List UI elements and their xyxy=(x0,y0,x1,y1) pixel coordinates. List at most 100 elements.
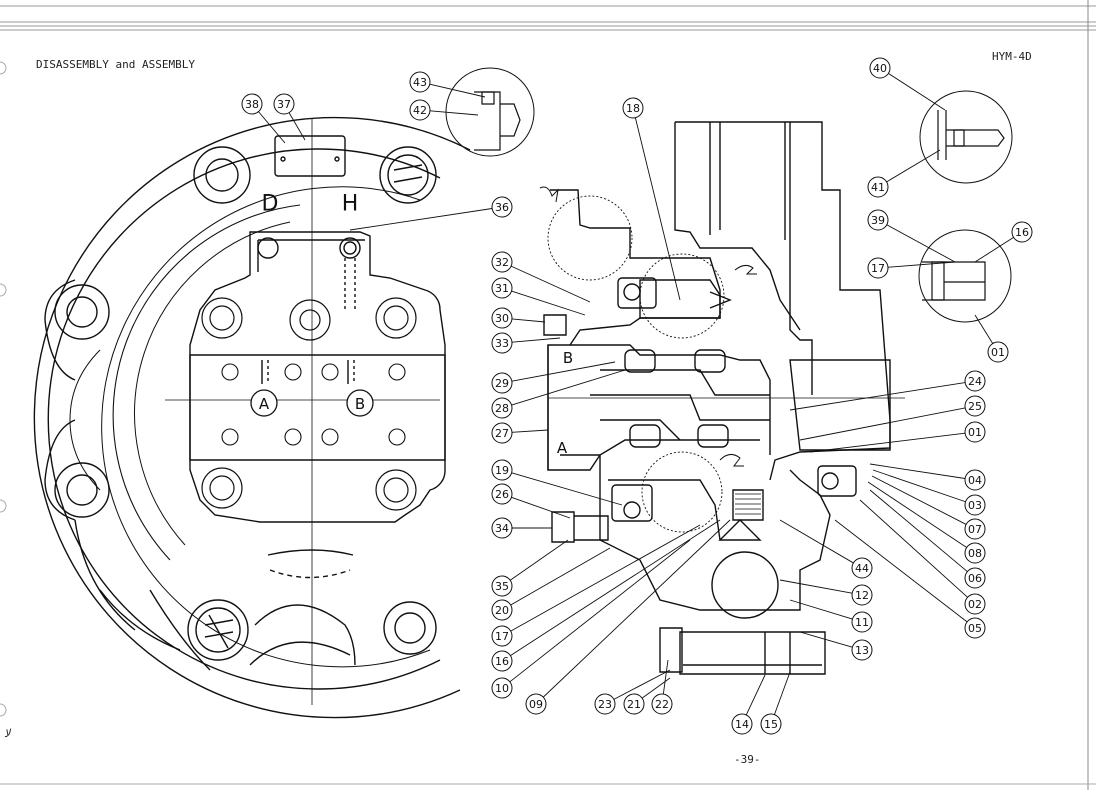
callout-leader-43 xyxy=(430,84,485,97)
callout-number: 29 xyxy=(495,377,509,390)
callout-leader-09 xyxy=(543,520,730,697)
callout-34: 34 xyxy=(492,518,512,538)
callout-number: 08 xyxy=(968,547,982,560)
callout-leader-17 xyxy=(511,525,700,631)
callout-06: 06 xyxy=(965,568,985,588)
section-port-a-label: A xyxy=(557,439,568,457)
callout-number: 18 xyxy=(626,102,640,115)
section-title: DISASSEMBLY and ASSEMBLY xyxy=(36,58,195,71)
callout-leader-42 xyxy=(430,111,478,115)
callout-number: 24 xyxy=(968,375,982,388)
page-number: -39- xyxy=(734,753,761,766)
callout-number: 01 xyxy=(991,346,1005,359)
callout-number: 16 xyxy=(495,655,509,668)
callout-41: 41 xyxy=(868,177,888,197)
model-code: HYM-4D xyxy=(992,50,1032,63)
callout-number: 36 xyxy=(495,201,509,214)
callout-leader-16 xyxy=(510,520,720,656)
callout-number: 16 xyxy=(1015,226,1029,239)
callout-leader-05 xyxy=(835,520,967,622)
callout-21: 21 xyxy=(624,694,644,714)
callout-number: 21 xyxy=(627,698,641,711)
corner-mark: لا xyxy=(4,727,11,740)
callout-leader-11 xyxy=(790,600,852,619)
callout-leader-41 xyxy=(887,150,940,182)
port-a-label: A xyxy=(259,395,270,413)
callout-39: 39 xyxy=(868,210,888,230)
binder-holes xyxy=(0,62,6,716)
callout-leader-29 xyxy=(512,362,615,381)
callout-number: 33 xyxy=(495,337,509,350)
callout-leader-03 xyxy=(873,470,966,502)
port-a-circle xyxy=(251,390,277,416)
callout-number: 15 xyxy=(764,718,778,731)
callout-35: 35 xyxy=(492,576,512,596)
page-top-border xyxy=(0,6,1096,30)
callout-number: 38 xyxy=(245,98,259,111)
callout-leader-30 xyxy=(512,319,545,322)
callout-25: 25 xyxy=(965,396,985,416)
callout-leader-27 xyxy=(512,430,548,432)
callout-leaders xyxy=(258,73,1013,715)
callout-number: 20 xyxy=(495,604,509,617)
callout-leader-08 xyxy=(868,482,967,547)
callout-leader-39 xyxy=(887,225,955,262)
port-h-label: H xyxy=(342,192,359,217)
callout-number: 10 xyxy=(495,682,509,695)
callout-14: 14 xyxy=(732,714,752,734)
callout-16: 16 xyxy=(1012,222,1032,242)
callout-33: 33 xyxy=(492,333,512,353)
callout-leader-06 xyxy=(870,490,967,572)
callout-number: 03 xyxy=(968,499,982,512)
callout-10: 10 xyxy=(492,678,512,698)
callout-number: 27 xyxy=(495,427,509,440)
callout-05: 05 xyxy=(965,618,985,638)
callout-number: 05 xyxy=(968,622,982,635)
callout-leader-19 xyxy=(512,473,622,505)
callout-leader-38 xyxy=(258,112,285,143)
callout-03: 03 xyxy=(965,495,985,515)
callout-28: 28 xyxy=(492,398,512,418)
callout-leader-01 xyxy=(810,433,965,452)
callout-07: 07 xyxy=(965,519,985,539)
callout-leader-14 xyxy=(746,675,765,715)
detail-43-42 xyxy=(446,68,534,156)
callout-37: 37 xyxy=(274,94,294,114)
callout-19: 19 xyxy=(492,460,512,480)
callout-36: 36 xyxy=(492,197,512,217)
callout-number: 09 xyxy=(529,698,543,711)
callout-number: 28 xyxy=(495,402,509,415)
callout-leader-32 xyxy=(511,266,590,302)
callout-leader-28 xyxy=(512,370,625,405)
callout-number: 43 xyxy=(413,76,427,89)
callout-number: 23 xyxy=(598,698,612,711)
callout-number: 11 xyxy=(855,616,869,629)
callout-24: 24 xyxy=(965,371,985,391)
callout-number: 39 xyxy=(871,214,885,227)
callout-number: 35 xyxy=(495,580,509,593)
callout-18: 18 xyxy=(623,98,643,118)
callout-16: 16 xyxy=(492,651,512,671)
callout-number: 44 xyxy=(855,562,869,575)
callout-17: 17 xyxy=(868,258,888,278)
callout-number: 32 xyxy=(495,256,509,269)
callout-43: 43 xyxy=(410,72,430,92)
port-b-circle xyxy=(347,390,373,416)
callout-20: 20 xyxy=(492,600,512,620)
callout-leader-12 xyxy=(780,580,852,593)
callout-leader-02 xyxy=(860,500,968,597)
callout-number: 42 xyxy=(413,104,427,117)
callout-leader-10 xyxy=(510,540,690,682)
front-view xyxy=(34,118,470,718)
callout-number: 14 xyxy=(735,718,749,731)
callout-15: 15 xyxy=(761,714,781,734)
callout-number: 06 xyxy=(968,572,982,585)
callout-number: 13 xyxy=(855,644,869,657)
callout-number: 31 xyxy=(495,282,509,295)
callout-29: 29 xyxy=(492,373,512,393)
callout-number: 26 xyxy=(495,488,509,501)
callout-leader-22 xyxy=(663,660,668,694)
callout-40: 40 xyxy=(870,58,890,78)
